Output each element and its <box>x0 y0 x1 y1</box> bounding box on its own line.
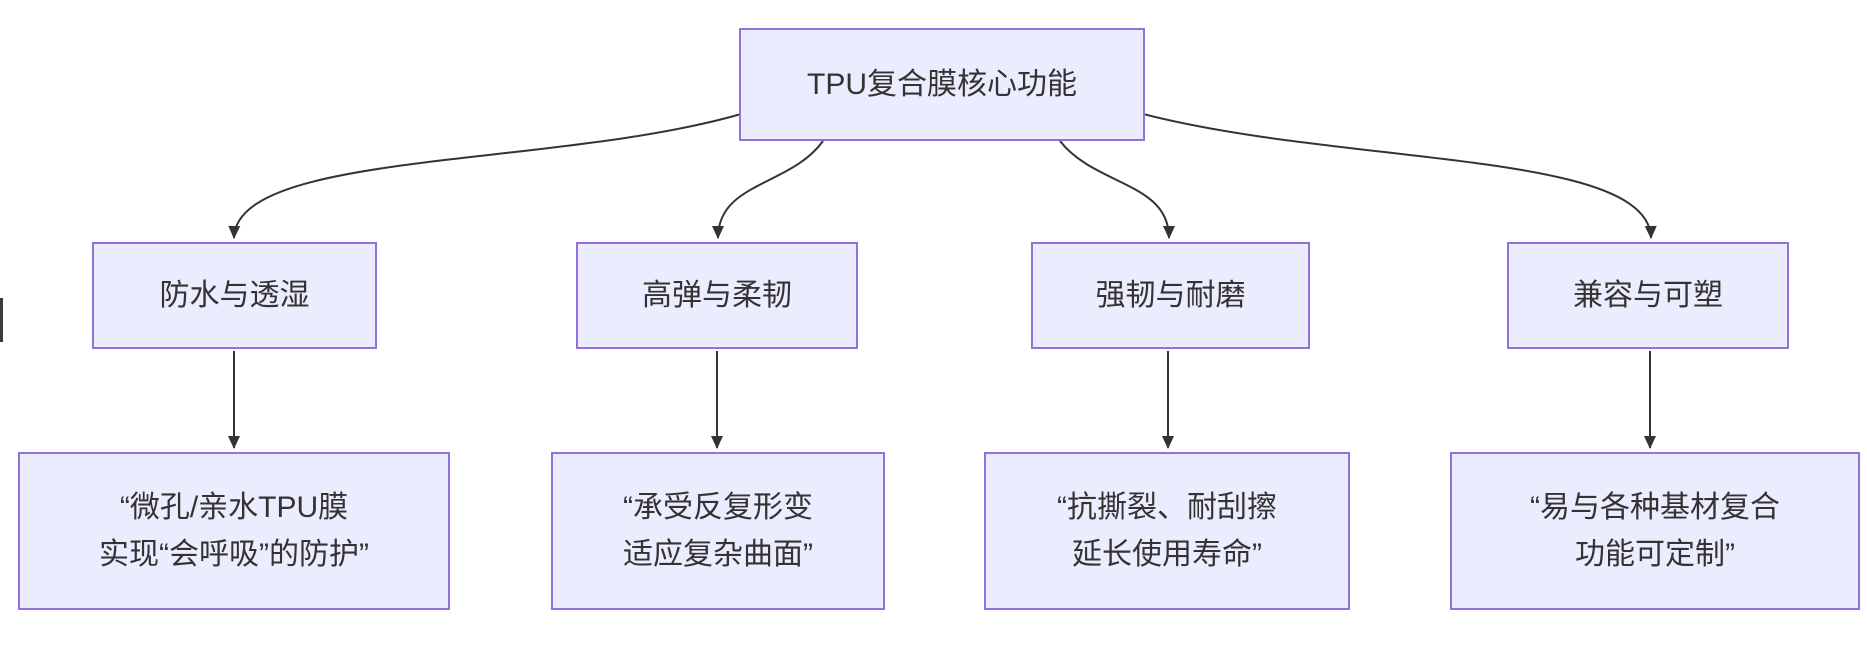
node-branch-elastic-flexible: 高弹与柔韧 <box>576 242 858 349</box>
quote-line: 实现“会呼吸”的防护” <box>99 538 369 571</box>
node-branch-tough-wear-resistant: 强韧与耐磨 <box>1031 242 1310 349</box>
node-root: TPU复合膜核心功能 <box>739 28 1145 141</box>
edge-root-to-branch-3 <box>1142 113 1657 239</box>
quote-line: 功能可定制” <box>1575 538 1735 571</box>
quote-line: 适应复杂曲面” <box>623 538 813 571</box>
node-quote-waterproof-breathable: “微孔/亲水TPU膜 实现“会呼吸”的防护” <box>18 452 450 610</box>
branch-label: 兼容与可塑 <box>1573 279 1723 312</box>
clipped-element-sliver <box>0 298 3 342</box>
branch-label: 防水与透湿 <box>159 279 310 312</box>
quote-line: 延长使用寿命” <box>1072 538 1262 571</box>
branch-label: 强韧与耐磨 <box>1095 279 1246 312</box>
edge-root-to-branch-0 <box>228 113 742 239</box>
quote-line: “承受反复形变 <box>623 491 813 524</box>
edge-root-to-branch-1 <box>712 140 824 239</box>
edge-root-to-branch-2 <box>1059 140 1175 239</box>
branch-label: 高弹与柔韧 <box>642 279 792 312</box>
node-quote-tough-wear-resistant: “抗撕裂、耐刮擦 延长使用寿命” <box>984 452 1350 610</box>
node-branch-compatible-moldable: 兼容与可塑 <box>1507 242 1789 349</box>
quote-line: “易与各种基材复合 <box>1530 491 1780 524</box>
quote-line: “微孔/亲水TPU膜 <box>119 491 349 524</box>
node-quote-compatible-moldable: “易与各种基材复合 功能可定制” <box>1450 452 1860 610</box>
node-branch-waterproof-breathable: 防水与透湿 <box>92 242 377 349</box>
node-root-label: TPU复合膜核心功能 <box>807 68 1077 101</box>
node-quote-elastic-flexible: “承受反复形变 适应复杂曲面” <box>551 452 885 610</box>
quote-line: “抗撕裂、耐刮擦 <box>1057 491 1277 524</box>
